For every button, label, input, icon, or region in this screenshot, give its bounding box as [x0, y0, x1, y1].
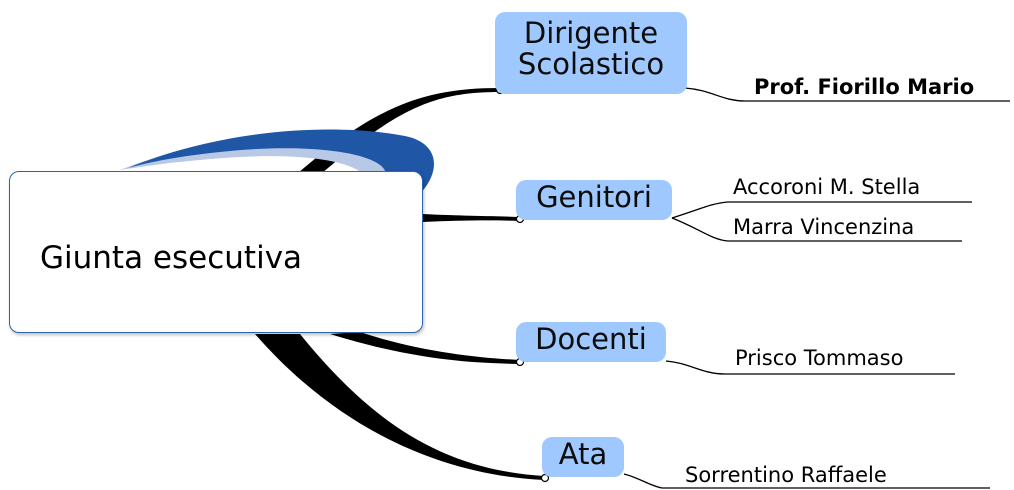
branch-connector-docenti [330, 332, 520, 364]
leaf-line-prisco [665, 360, 955, 375]
topic-label: Genitori [536, 180, 652, 214]
leaf-fiorillo[interactable]: Prof. Fiorillo Mario [754, 75, 975, 99]
leaf-line-sorrentino [623, 473, 990, 489]
leaf-prisco[interactable]: Prisco Tommaso [735, 346, 904, 370]
branch-connector-genitori [422, 214, 520, 222]
leaf-line-marra [671, 217, 962, 242]
topic-genitori[interactable]: Genitori [516, 180, 672, 220]
branch-connector-ata [255, 334, 545, 480]
leaf-sorrentino[interactable]: Sorrentino Raffaele [685, 463, 887, 487]
leaf-marra[interactable]: Marra Vincenzina [733, 215, 915, 239]
central-topic-label: Giunta esecutiva [40, 240, 303, 276]
central-topic[interactable] [9, 171, 423, 333]
topic-label-line1: Dirigente [523, 16, 659, 50]
topic-label: Ata [558, 437, 608, 471]
topic-ata[interactable]: Ata [542, 437, 624, 477]
topic-label: Docenti [535, 322, 647, 356]
leaf-line-fiorillo [684, 87, 1010, 102]
swoosh-dark [128, 129, 434, 230]
leaf-accoroni[interactable]: Accoroni M. Stella [733, 175, 921, 199]
topic-dirigente-scolastico[interactable]: Dirigente Scolastico [495, 12, 687, 94]
topic-docenti[interactable]: Docenti [516, 322, 666, 362]
topic-label-line2: Scolastico [517, 47, 665, 82]
leaf-line-accoroni [671, 201, 972, 219]
